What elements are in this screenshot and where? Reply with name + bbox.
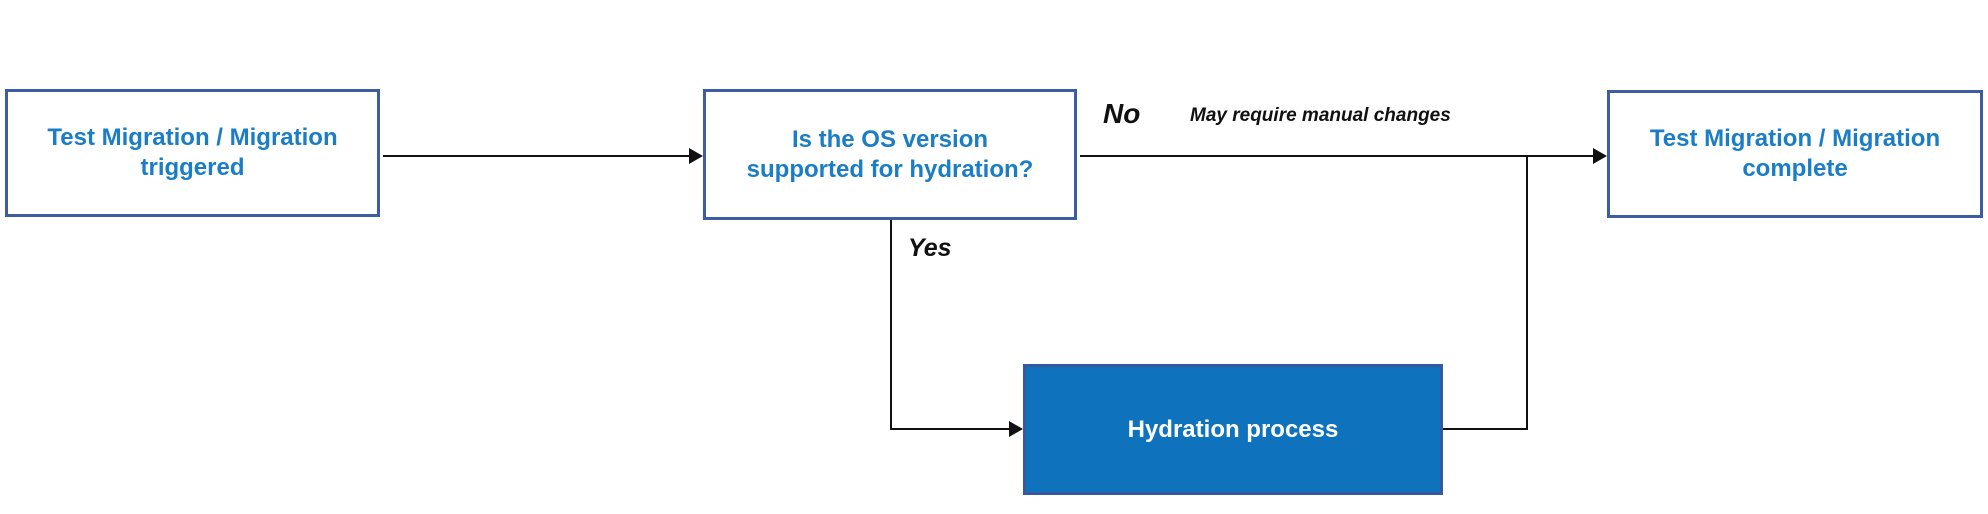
node-test-migration-triggered: Test Migration / Migration triggered (5, 89, 380, 217)
connector-yes-path-vertical (890, 220, 892, 430)
edge-label-no: No (1103, 98, 1141, 129)
connector-start-to-decision (383, 155, 690, 157)
node-test-migration-complete-label: Test Migration / Migration complete (1649, 125, 1941, 182)
node-test-migration-complete: Test Migration / Migration complete (1607, 90, 1983, 218)
connector-yes-path-horizontal (890, 428, 1010, 430)
arrowhead-right-icon (1009, 421, 1023, 437)
node-os-version-decision-label: Is the OS version supported for hydratio… (746, 125, 1034, 183)
node-hydration-process-label: Hydration process (1127, 415, 1339, 443)
arrowhead-right-icon (1593, 148, 1607, 164)
edge-label-manual-changes-note: May require manual changes (1190, 105, 1451, 126)
connector-hydration-to-no-path (1526, 155, 1528, 430)
edge-label-yes: Yes (908, 234, 952, 262)
arrowhead-right-icon (689, 148, 703, 164)
node-test-migration-triggered-label: Test Migration / Migration triggered (47, 124, 338, 181)
node-os-version-decision: Is the OS version supported for hydratio… (703, 89, 1077, 220)
connector-hydration-out (1443, 428, 1527, 430)
node-hydration-process: Hydration process (1023, 364, 1443, 495)
connector-no-path (1080, 155, 1594, 157)
